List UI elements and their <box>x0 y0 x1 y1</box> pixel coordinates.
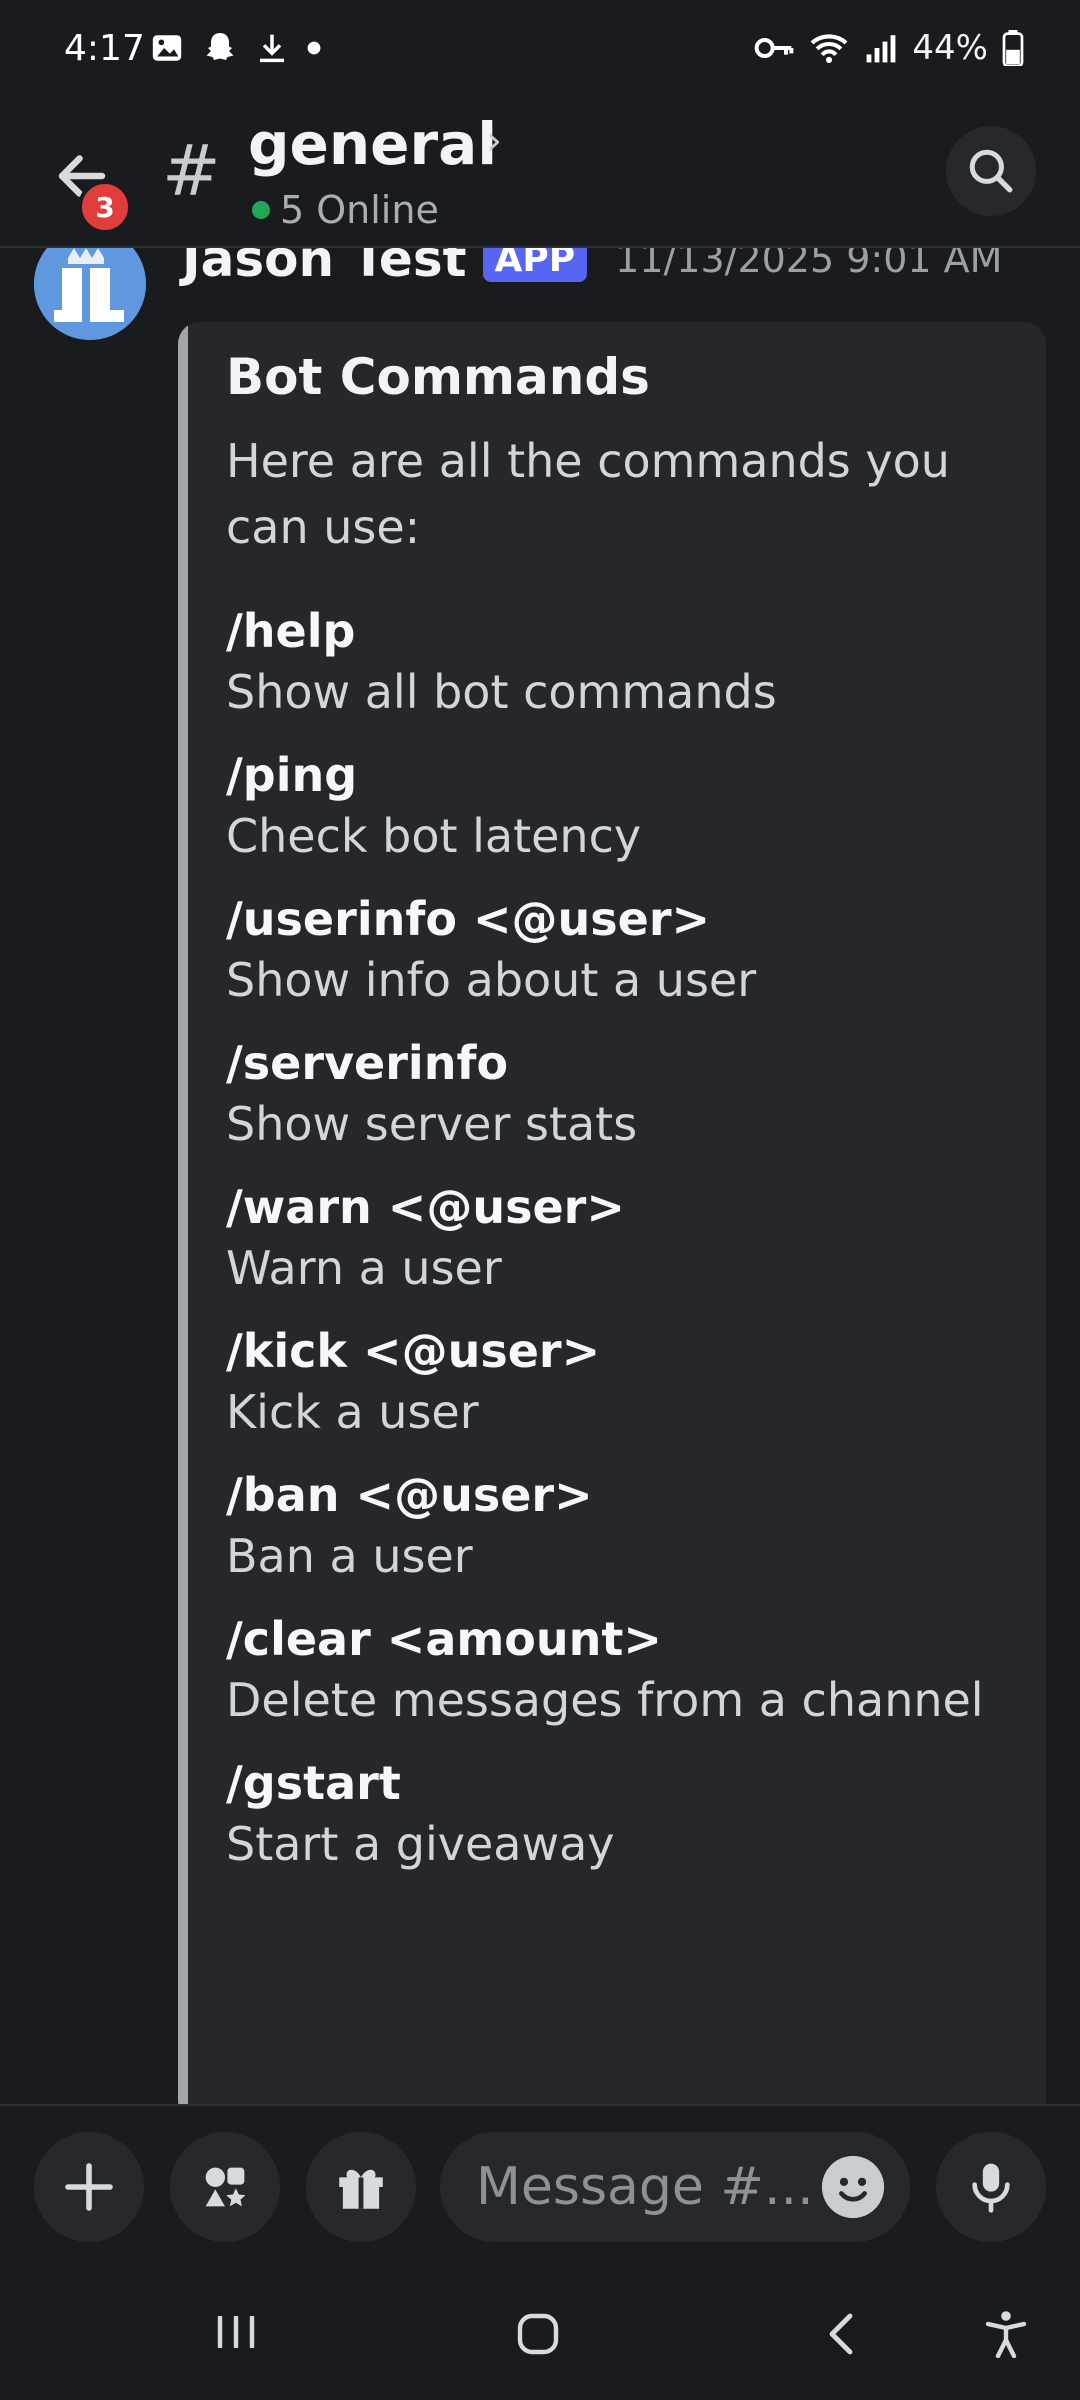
snapchat-icon <box>202 30 238 66</box>
command-description: Kick a user <box>226 1385 479 1439</box>
command-name: /userinfo <@user> <box>226 892 711 946</box>
avatar-image <box>34 246 146 340</box>
command-item: /kick <@user> Kick a user <box>226 1322 1006 1444</box>
command-name: /serverinfo <box>226 1036 509 1090</box>
command-item: /clear <amount> Delete messages from a c… <box>226 1610 1006 1732</box>
embed-accent-bar <box>178 322 188 2106</box>
embed-title: Bot Commands <box>226 348 650 406</box>
home-icon[interactable] <box>514 2310 562 2358</box>
command-name: /warn <@user> <box>226 1180 625 1234</box>
online-count: 5 Online <box>280 188 439 232</box>
vpn-key-icon <box>754 33 794 63</box>
message-placeholder: Message #... <box>476 2157 814 2217</box>
voice-message-button[interactable] <box>936 2132 1046 2242</box>
emoji-icon[interactable] <box>822 2156 884 2218</box>
message-timestamp: 11/13/2025 9:01 AM <box>615 246 1003 281</box>
command-item: /serverinfo Show server stats <box>226 1034 1006 1156</box>
command-description: Check bot latency <box>226 809 642 863</box>
command-item: /gstart Start a giveaway <box>226 1754 1006 1876</box>
channel-title[interactable]: general <box>248 110 498 178</box>
command-name: /ban <@user> <box>226 1468 593 1522</box>
add-attachment-button[interactable] <box>34 2132 144 2242</box>
download-icon <box>256 31 288 65</box>
command-name: /ping <box>226 748 358 802</box>
microphone-icon <box>963 2159 1019 2215</box>
apps-icon <box>196 2158 254 2216</box>
nav-back-icon[interactable] <box>822 2310 862 2358</box>
status-bar: 4:17 44% <box>0 0 1080 100</box>
command-description: Warn a user <box>226 1241 502 1295</box>
command-description: Show info about a user <box>226 953 757 1007</box>
battery-percent: 44% <box>912 28 988 68</box>
battery-icon <box>1002 30 1024 66</box>
plus-icon <box>61 2159 117 2215</box>
author-name[interactable]: Jason Test <box>182 246 467 288</box>
command-description: Delete messages from a channel <box>226 1673 984 1727</box>
search-icon <box>966 146 1016 196</box>
embed-description: Here are all the commands you can use: <box>226 434 950 554</box>
unread-badge: 3 <box>78 180 132 234</box>
command-item: /warn <@user> Warn a user <box>226 1178 1006 1300</box>
apps-button[interactable] <box>170 2132 280 2242</box>
embed-body: Bot Commands Here are all the commands y… <box>226 348 1006 1898</box>
gift-button[interactable] <box>306 2132 416 2242</box>
command-name: /gstart <box>226 1756 401 1810</box>
message-header: Jason Test APP 11/13/2025 9:01 AM <box>182 246 1002 288</box>
image-icon <box>150 31 184 65</box>
command-item: /ping Check bot latency <box>226 746 1006 868</box>
status-right-icons: 44% <box>754 28 1024 68</box>
message-input[interactable]: Message #... <box>440 2132 910 2242</box>
message-list[interactable]: Jason Test APP 11/13/2025 9:01 AM Bot Co… <box>0 246 1080 2106</box>
dot-icon <box>306 40 322 56</box>
back-button[interactable] <box>52 146 116 210</box>
gift-icon <box>332 2158 390 2216</box>
message-composer: Message #... <box>0 2104 1080 2266</box>
recent-apps-icon[interactable] <box>212 2310 260 2354</box>
hash-icon: # <box>162 130 221 212</box>
command-item: /userinfo <@user> Show info about a user <box>226 890 1006 1012</box>
app-tag: APP <box>482 246 588 282</box>
command-description: Ban a user <box>226 1529 473 1583</box>
online-dot-icon <box>252 201 270 219</box>
command-item: /help Show all bot commands <box>226 602 1006 724</box>
system-nav-bar <box>0 2264 1080 2400</box>
wifi-icon <box>808 31 850 65</box>
command-description: Show all bot commands <box>226 665 777 719</box>
chevron-right-icon[interactable]: › <box>486 118 502 164</box>
online-status: 5 Online <box>252 188 439 232</box>
avatar[interactable] <box>34 246 146 340</box>
command-name: /help <box>226 604 356 658</box>
command-name: /clear <amount> <box>226 1612 662 1666</box>
accessibility-icon[interactable] <box>984 2310 1028 2358</box>
channel-header: 3 # general › 5 Online <box>0 100 1080 248</box>
status-time: 4:17 <box>64 28 145 69</box>
embed-card: Bot Commands Here are all the commands y… <box>178 322 1046 2106</box>
back-arrow-icon <box>52 146 116 206</box>
command-description: Show server stats <box>226 1097 638 1151</box>
command-description: Start a giveaway <box>226 1817 615 1871</box>
command-name: /kick <@user> <box>226 1324 601 1378</box>
status-left-icons <box>150 30 322 66</box>
signal-icon <box>864 32 898 64</box>
search-button[interactable] <box>946 126 1036 216</box>
command-item: /ban <@user> Ban a user <box>226 1466 1006 1588</box>
